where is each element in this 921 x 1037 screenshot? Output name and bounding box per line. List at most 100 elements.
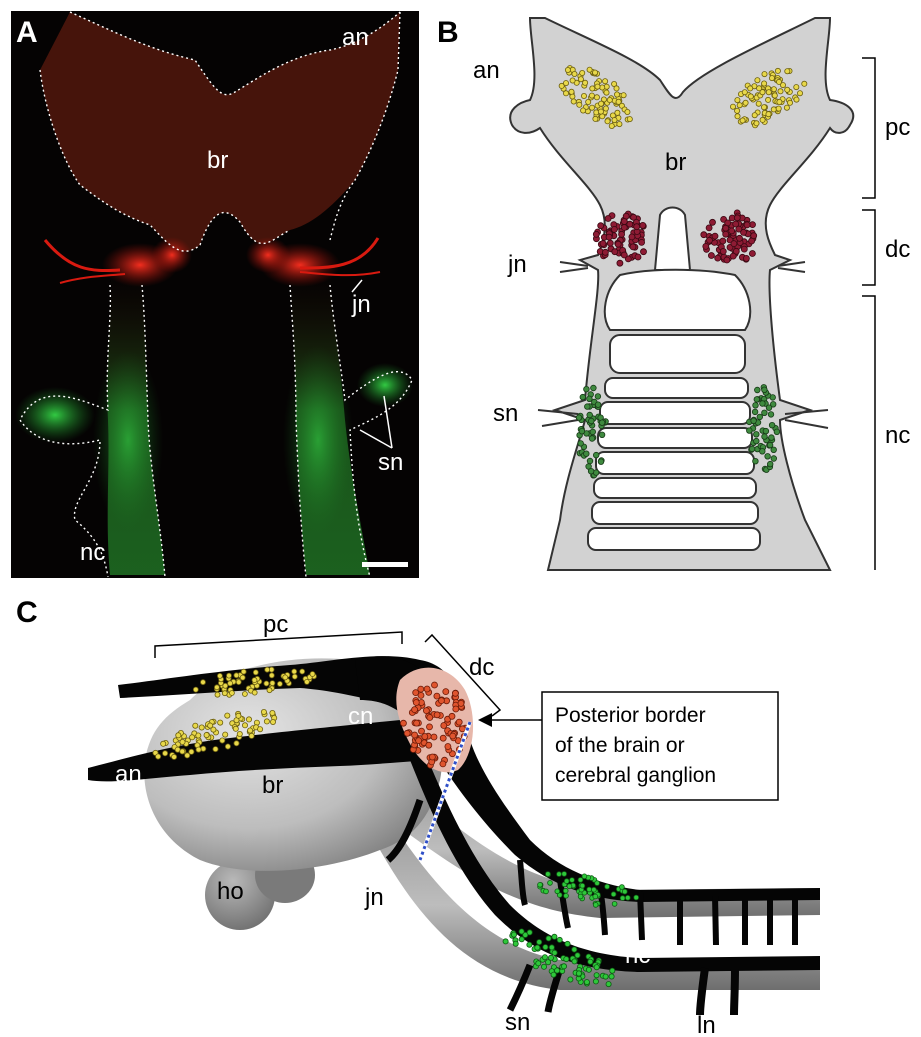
cell-dot: [731, 241, 737, 247]
cell-dot: [549, 945, 554, 950]
cell-dot: [578, 878, 583, 883]
panel-a-scale-bar: [362, 562, 408, 567]
cell-dot: [227, 673, 232, 678]
cell-dot: [264, 719, 269, 724]
cell-dot: [754, 432, 760, 438]
cell-dot: [593, 894, 598, 899]
cell-dot: [587, 412, 593, 418]
cell-dot: [706, 225, 712, 231]
cell-dot: [581, 108, 586, 113]
cell-dot: [588, 468, 594, 474]
cell-dot: [585, 404, 591, 410]
panel-c-ln-nerve-1: [700, 968, 705, 1015]
cell-dot: [449, 713, 455, 719]
cell-dot: [270, 719, 275, 724]
panel-c-label-ln: ln: [697, 1012, 716, 1037]
panel-c-callout-arrowhead: [478, 713, 492, 727]
cell-dot: [715, 255, 721, 261]
cell-dot: [429, 754, 435, 760]
cell-dot: [760, 117, 765, 122]
cell-dot: [193, 687, 198, 692]
cell-dot: [434, 693, 440, 699]
cell-dot: [604, 90, 609, 95]
panel-b-bracket-dc: [862, 210, 875, 285]
cell-dot: [536, 961, 541, 966]
panel-b-ladder: [588, 335, 760, 550]
cell-dot: [625, 109, 630, 114]
panel-c: Posterior border of the brain or cerebra…: [16, 596, 820, 1037]
cell-dot: [617, 260, 623, 266]
cell-dot: [612, 902, 617, 907]
cell-dot: [774, 429, 780, 435]
cell-dot: [583, 80, 588, 85]
cell-dot: [292, 669, 297, 674]
panel-a-green-cord-left: [93, 350, 163, 530]
cell-dot: [233, 726, 238, 731]
cell-dot: [217, 673, 222, 678]
cell-dot: [544, 889, 549, 894]
cell-dot: [763, 428, 769, 434]
cell-dot: [300, 669, 305, 674]
cell-dot: [640, 222, 646, 228]
cell-dot: [708, 253, 714, 259]
cell-dot: [572, 959, 577, 964]
cell-dot: [720, 238, 726, 244]
panel-c-label-ho: ho: [217, 878, 244, 905]
cell-dot: [228, 681, 233, 686]
cell-dot: [776, 79, 781, 84]
panel-b-sn-right: [785, 410, 828, 428]
cell-dot: [563, 81, 568, 86]
cell-dot: [434, 712, 440, 718]
cell-dot: [564, 879, 569, 884]
cell-dot: [432, 682, 438, 688]
cell-dot: [513, 941, 518, 946]
cell-dot: [223, 732, 228, 737]
cell-dot: [767, 461, 773, 467]
cell-dot: [441, 723, 447, 729]
cell-dot: [617, 122, 622, 127]
cell-dot: [605, 119, 610, 124]
panel-c-callout-line-2: of the brain or: [555, 734, 685, 757]
cell-dot: [458, 700, 464, 706]
panel-b-bracket-label-dc: dc: [885, 236, 910, 263]
cell-dot: [236, 713, 241, 718]
cell-dot: [548, 955, 553, 960]
cell-dot: [794, 97, 799, 102]
cell-dot: [240, 675, 245, 680]
cell-dot: [736, 226, 742, 232]
cell-dot: [229, 691, 234, 696]
cell-dot: [729, 228, 735, 234]
cell-dot: [440, 735, 446, 741]
cell-dot: [620, 885, 625, 890]
cell-dot: [776, 106, 781, 111]
cell-dot: [590, 429, 596, 435]
cell-dot: [760, 401, 766, 407]
cell-dot: [563, 888, 568, 893]
cell-dot: [787, 100, 792, 105]
cell-dot: [605, 216, 611, 222]
cell-dot: [749, 251, 755, 257]
cell-dot: [578, 441, 584, 447]
panel-c-callout-line-3: cerebral ganglion: [555, 764, 716, 787]
cell-dot: [753, 403, 759, 409]
cell-dot: [427, 715, 433, 721]
cell-dot: [564, 893, 569, 898]
cell-dot: [599, 420, 605, 426]
cell-dot: [707, 237, 713, 243]
cell-dot: [587, 458, 593, 464]
cell-dot: [548, 881, 553, 886]
panel-c-label-sn: sn: [505, 1009, 530, 1036]
cell-dot: [634, 224, 640, 230]
cell-dot: [589, 93, 594, 98]
cell-dot: [615, 110, 620, 115]
panel-c-ln-nerve-2: [734, 968, 735, 1015]
cell-dot: [593, 452, 599, 458]
cell-dot: [751, 233, 757, 239]
cell-dot: [594, 965, 599, 970]
cell-dot: [760, 449, 766, 455]
cell-dot: [754, 397, 760, 403]
cell-dot: [196, 747, 201, 752]
cell-dot: [242, 692, 247, 697]
cell-dot: [570, 94, 575, 99]
cell-dot: [267, 688, 272, 693]
